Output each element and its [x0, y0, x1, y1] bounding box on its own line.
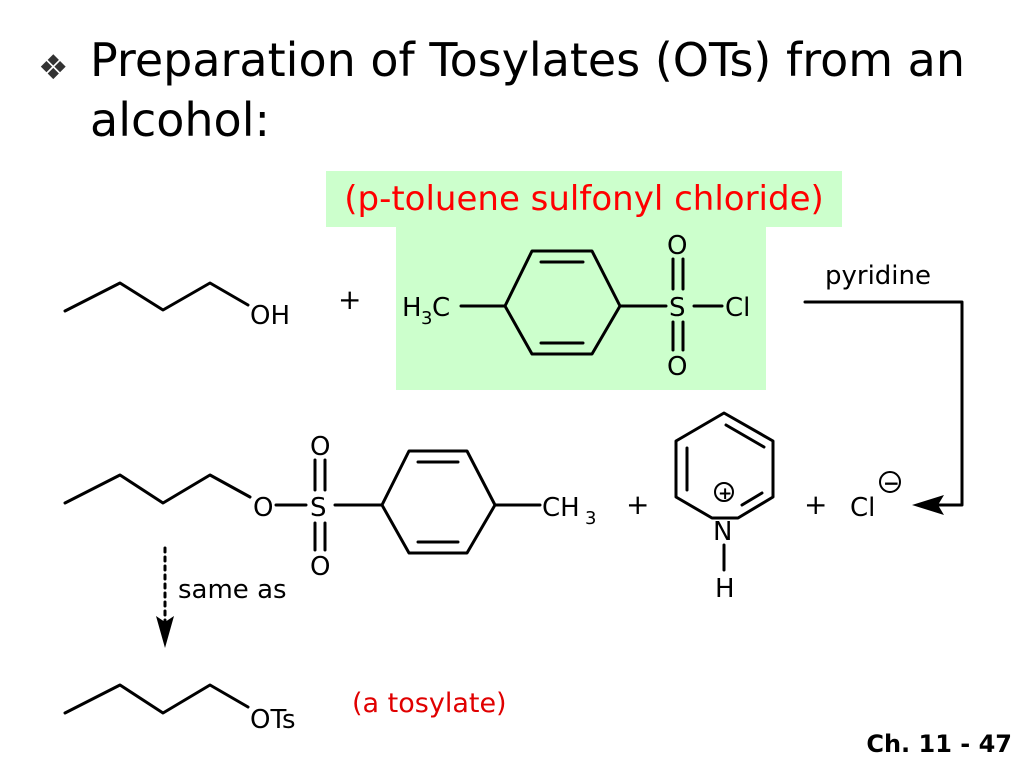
sulfur-label-product: S [310, 493, 327, 523]
oxygen-bottom-product: O [310, 552, 330, 582]
reaction-arrow-path [803, 300, 964, 507]
chlorine-label-reagent: Cl [725, 293, 750, 323]
pyridinium-ring [674, 411, 775, 520]
plus-sign-1: + [338, 283, 361, 316]
methyl-c-label: C [432, 293, 450, 323]
diamond-bullet-icon: ❖ [38, 48, 69, 88]
oxygen-top-reagent: O [667, 231, 687, 261]
positive-charge-label: + [718, 484, 732, 504]
butyl-chain-reactant [63, 281, 250, 313]
positive-charge-circle [714, 482, 734, 502]
product-methyl-label: CH [542, 493, 580, 523]
oxygen-top-product: O [310, 432, 330, 462]
tosylate-group-label: OTs [250, 705, 296, 735]
butyl-chain-product [63, 473, 252, 505]
equivalence-arrow-head [156, 616, 174, 648]
pyridinium-double-2 [724, 423, 766, 449]
oxygen-bottom-reagent: O [667, 352, 687, 382]
reagent-name-label: (p-toluene sulfonyl chloride) [326, 171, 842, 227]
pyridinium-double-3 [740, 491, 764, 507]
negative-charge-circle [879, 471, 901, 493]
reagent-highlight-box [396, 227, 766, 390]
chloride-label: Cl [850, 493, 875, 523]
hydroxyl-label: OH [250, 301, 290, 331]
condition-label: pyridine [825, 261, 931, 291]
product-methyl-subscript: 3 [585, 508, 596, 529]
sulfur-label-reagent: S [669, 293, 686, 323]
methyl-subscript: 3 [421, 308, 432, 329]
ester-oxygen-label: O [253, 493, 273, 523]
butyl-chain-tosylate [63, 683, 250, 715]
pyridinium-h-label: H [715, 574, 735, 604]
plus-sign-3: + [804, 488, 827, 521]
benzene-ring-product [380, 449, 497, 555]
tosylate-note: (a tosylate) [352, 688, 507, 719]
benzene-ring-reagent [503, 249, 622, 356]
pyridinium-n-label: N [713, 517, 732, 547]
plus-sign-2: + [626, 488, 649, 521]
slide-title: Preparation of Tosylates (OTs) from an a… [90, 33, 966, 147]
equivalence-label: same as [178, 575, 287, 605]
methyl-h-label: H [402, 293, 422, 323]
negative-charge-label: − [883, 471, 900, 495]
slide-footer: Ch. 11 - 47 [866, 730, 1012, 758]
reaction-arrow-head [912, 495, 944, 515]
